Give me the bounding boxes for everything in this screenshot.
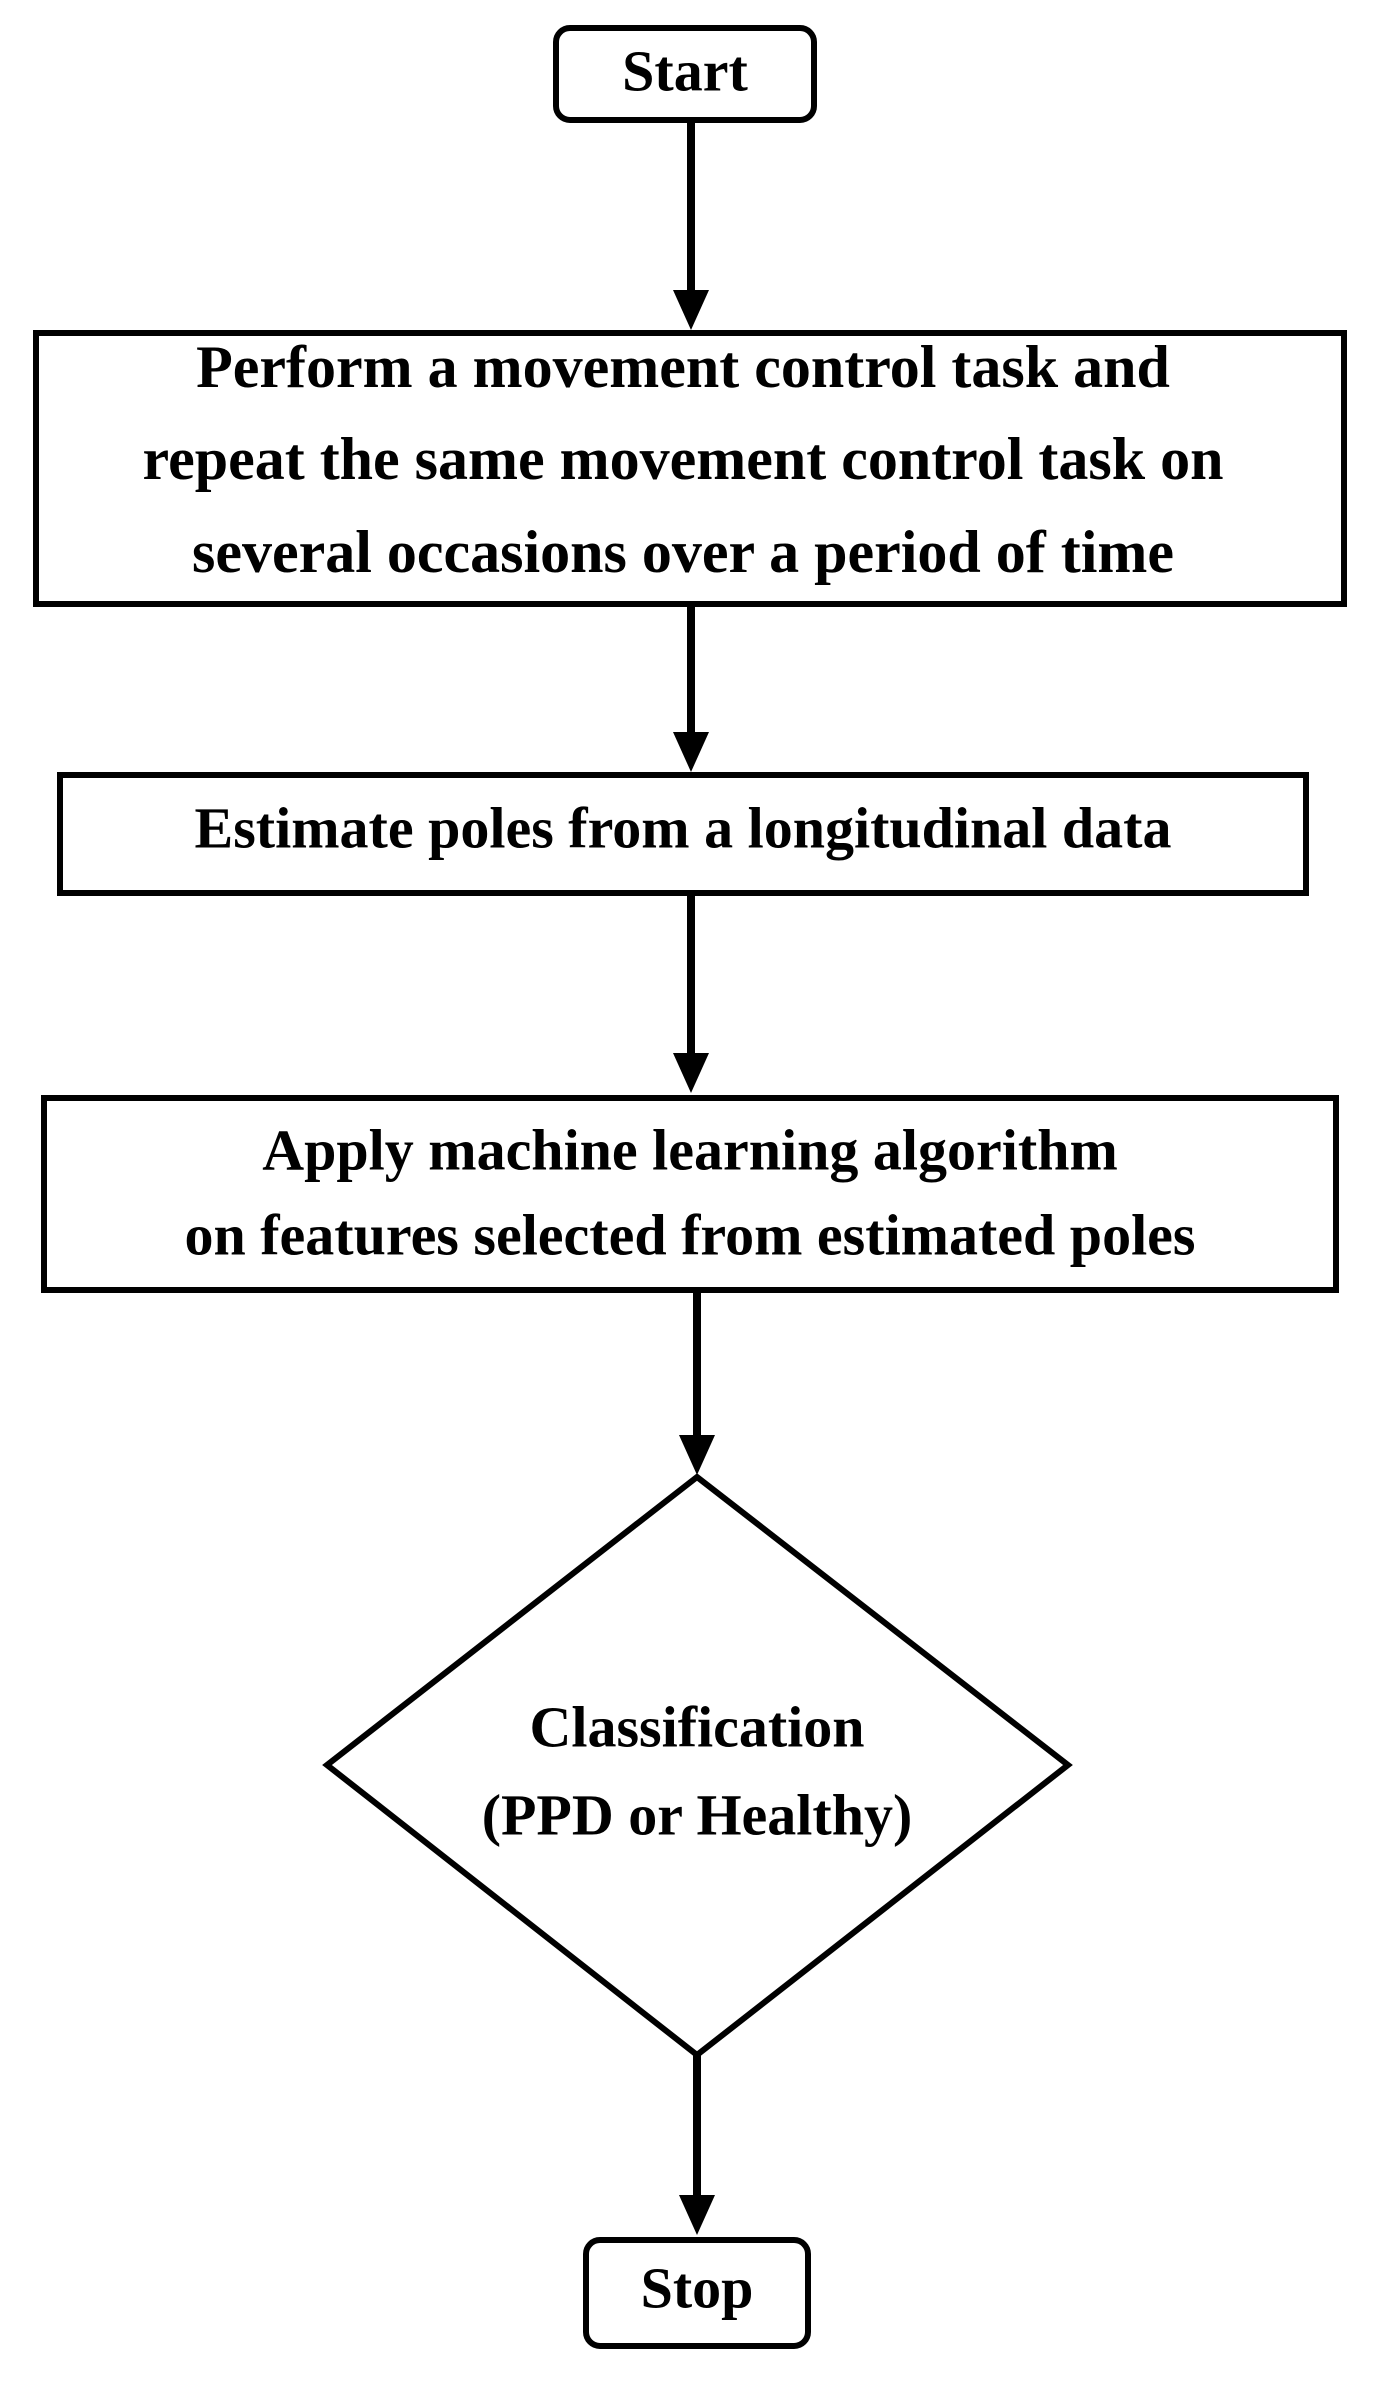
step2-line-1: Estimate poles from a longitudinal data [195, 795, 1172, 860]
step3-line-2: on features selected from estimated pole… [184, 1202, 1195, 1267]
step1-line-2: repeat the same movement control task on [143, 426, 1224, 492]
stop-label: Stop [641, 2255, 754, 2320]
arrowhead-step1 [673, 290, 709, 330]
step2-process-box: Estimate poles from a longitudinal data [57, 772, 1309, 896]
connectors [673, 118, 715, 2235]
decision-line-2: (PPD or Healthy) [482, 1782, 913, 1847]
step1-line-3: several occasions over a period of time [192, 519, 1174, 585]
step3-process-box: Apply machine learning algorithm on feat… [41, 1095, 1339, 1293]
arrowhead-step3 [673, 1053, 709, 1093]
arrowhead-decision [679, 1435, 715, 1475]
decision-line-1: Classification [529, 1694, 864, 1759]
step1-process-box: Perform a movement control task and repe… [33, 330, 1347, 607]
stop-terminal: Stop [583, 2237, 811, 2349]
step1-line-1: Perform a movement control task and [196, 334, 1170, 400]
decision-diamond: Classification (PPD or Healthy) [322, 1473, 1073, 2059]
start-label: Start [622, 38, 748, 103]
step3-line-1: Apply machine learning algorithm [262, 1117, 1118, 1182]
start-terminal: Start [553, 25, 817, 123]
arrowhead-step2 [673, 732, 709, 772]
arrowhead-stop [679, 2195, 715, 2235]
